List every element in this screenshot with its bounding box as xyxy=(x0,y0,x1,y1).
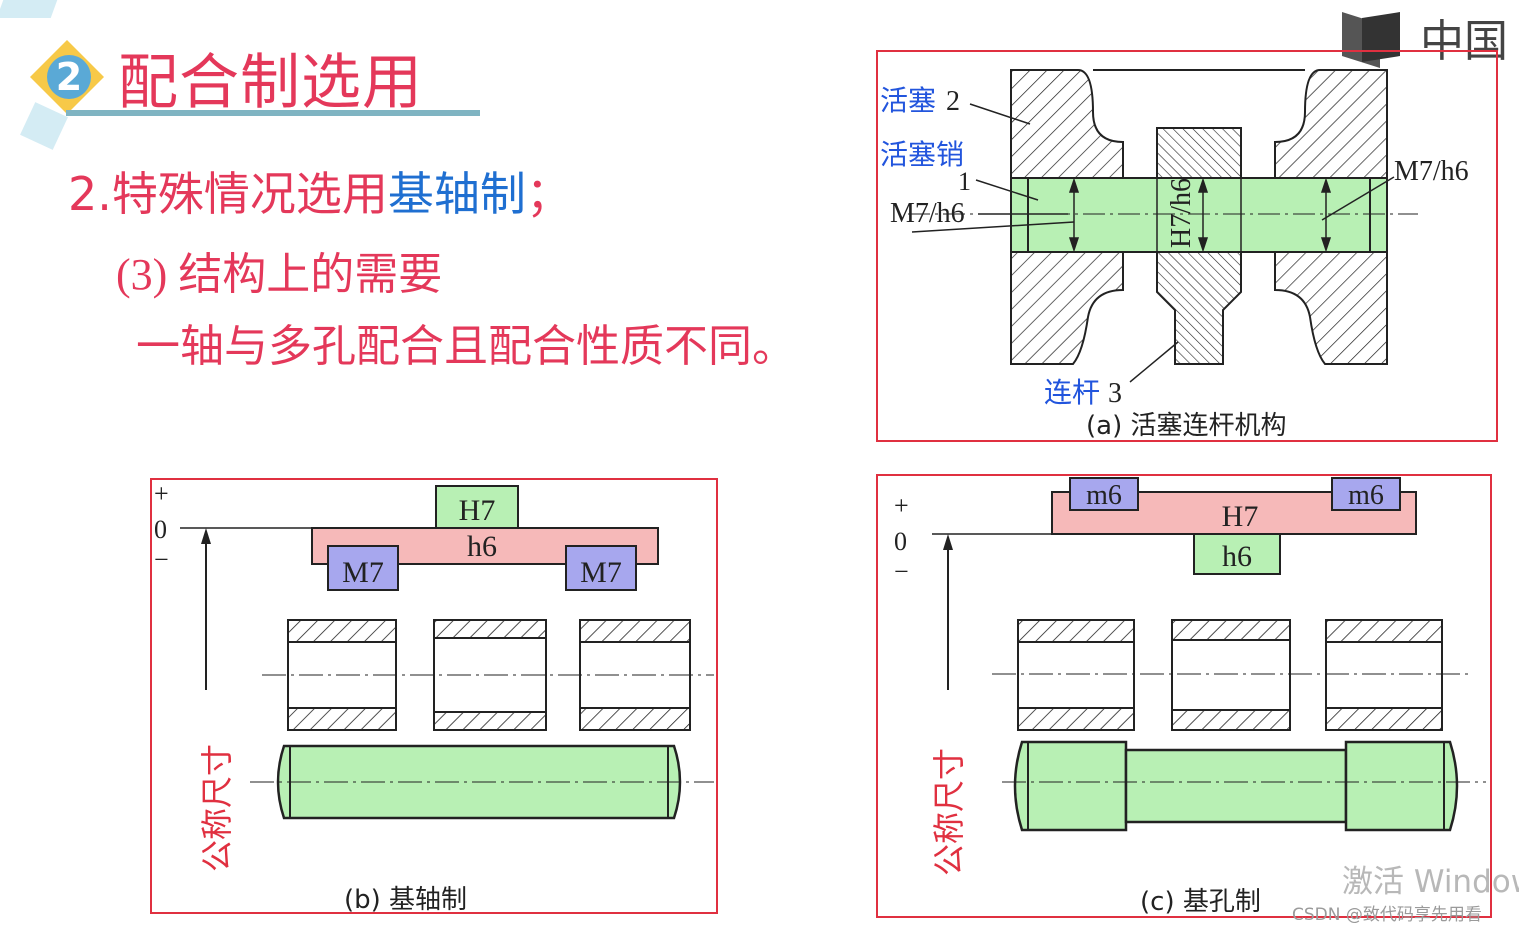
zero-line-label: 0 xyxy=(154,515,167,544)
figure-a-panel: 活塞 2 活塞销 1 M7/h6 M7/h6 H7/h6 连杆 3 (a) 活塞… xyxy=(876,50,1498,442)
badge-number: 2 xyxy=(56,55,82,99)
sign-plus: + xyxy=(154,480,169,508)
label-pin-number: 1 xyxy=(958,167,971,196)
zone-shaft-right: m6 xyxy=(1348,480,1384,511)
figure-b-drawing: + 0 − H7 h6 M7 M7 公称尺寸 xyxy=(154,479,714,915)
figure-a-drawing: 活塞 2 活塞销 1 M7/h6 M7/h6 H7/h6 连杆 3 (a) 活塞… xyxy=(880,69,1469,441)
point-heading-suffix: ； xyxy=(525,167,572,221)
figure-a-caption: (a) 活塞连杆机构 xyxy=(1086,411,1287,440)
figure-b-panel: + 0 − H7 h6 M7 M7 公称尺寸 xyxy=(150,478,718,915)
section-number-badge: 2 xyxy=(30,40,104,114)
label-fit-right: M7/h6 xyxy=(1394,156,1469,187)
sign-plus: + xyxy=(894,491,909,520)
point-heading-highlight: 基轴制 xyxy=(387,167,526,221)
logo-text: 中国 xyxy=(1420,16,1508,67)
point-heading: 2.特殊情况选用基轴制； xyxy=(68,158,572,224)
sub-point-detail: 一轴与多孔配合且配合性质不同。 xyxy=(136,321,796,372)
zone-shaft-left: m6 xyxy=(1086,480,1122,511)
zone-hole-center: H7 xyxy=(459,494,496,527)
title-underline xyxy=(66,110,480,116)
brand-logo: 中国 xyxy=(1340,10,1519,70)
label-pin: 活塞销 xyxy=(880,138,964,171)
sub-point-text: 结构上的需要 xyxy=(178,249,443,300)
figure-c-caption: (c) 基孔制 xyxy=(1140,887,1261,916)
label-fit-left: M7/h6 xyxy=(890,198,965,229)
axis-label-nominal-size: 公称尺寸 xyxy=(930,748,968,876)
activate-windows-watermark: 激活 Window xyxy=(1342,864,1519,900)
label-rod: 连杆 xyxy=(1044,376,1100,409)
zone-hole-left: M7 xyxy=(342,556,384,589)
axis-label-nominal-size: 公称尺寸 xyxy=(198,744,236,872)
label-piston-number: 2 xyxy=(946,86,960,117)
sub-point: (3) 结构上的需要 xyxy=(116,238,442,302)
sign-minus: − xyxy=(894,557,909,586)
sign-minus: − xyxy=(154,545,169,574)
zone-shaft: h6 xyxy=(467,530,497,563)
figure-c-panel: + 0 − H7 m6 m6 h6 公称尺寸 xyxy=(876,474,1492,918)
zone-shaft-center: h6 xyxy=(1222,540,1252,573)
label-piston: 活塞 xyxy=(880,84,936,117)
figure-c-drawing: + 0 − H7 m6 m6 h6 公称尺寸 xyxy=(894,477,1486,917)
csdn-credit: CSDN @致代码享先用看 xyxy=(1292,905,1482,925)
zone-hole-right: M7 xyxy=(580,556,622,589)
zero-line-label: 0 xyxy=(894,527,907,556)
point-heading-prefix: 2.特殊情况选用 xyxy=(68,167,388,221)
label-rod-number: 3 xyxy=(1108,378,1122,409)
label-fit-center: H7/h6 xyxy=(1166,178,1197,248)
figure-b-caption: (b) 基轴制 xyxy=(344,885,467,912)
zone-hole: H7 xyxy=(1222,500,1259,533)
page-title: 配合制选用 xyxy=(118,48,423,118)
sub-point-number: (3) xyxy=(116,250,179,299)
decor-square xyxy=(0,0,58,18)
